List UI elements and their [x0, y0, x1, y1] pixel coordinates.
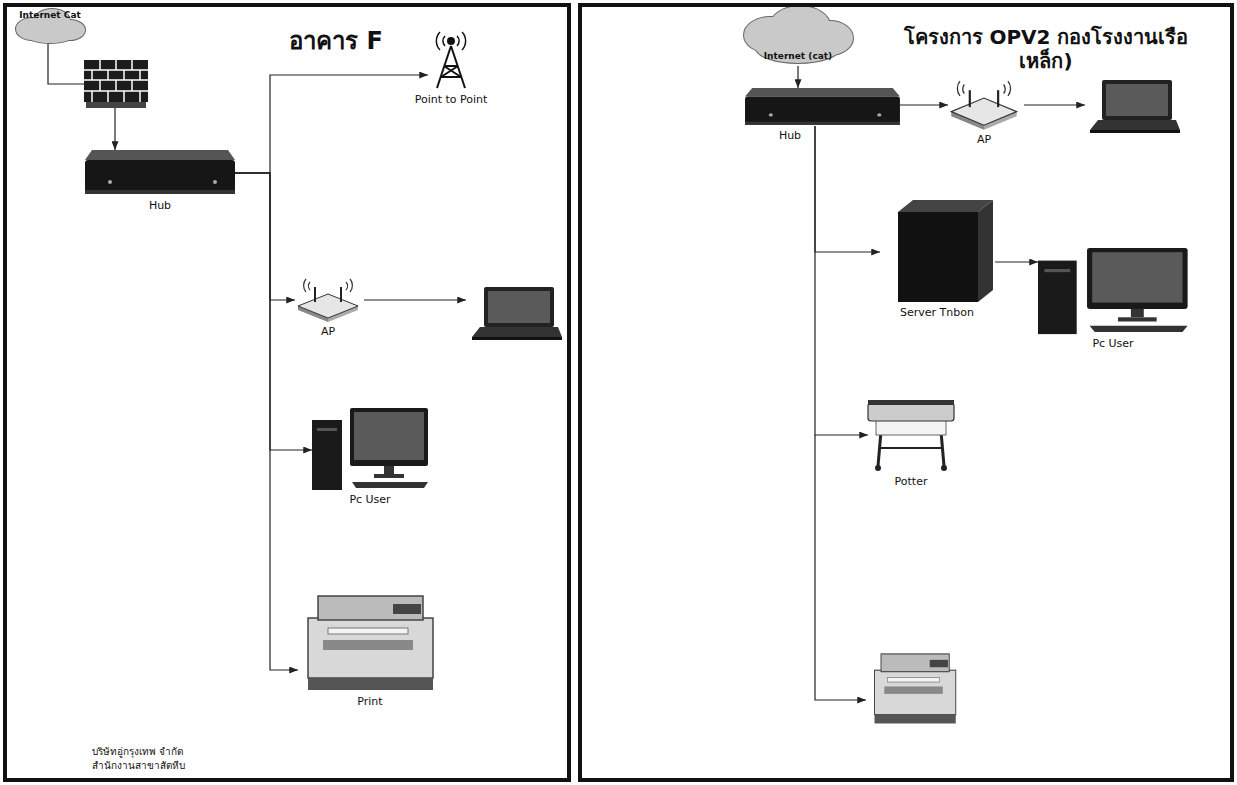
plotter: Potter [868, 398, 954, 472]
internet-cloud: Internet (cat) [742, 6, 854, 66]
pc-icon [312, 408, 428, 490]
point-to-point-antenna: Point to Point [428, 36, 474, 90]
device-label: Internet (cat) [764, 51, 832, 62]
device-label: Pc User [349, 493, 390, 506]
printer-icon [308, 596, 433, 690]
cloud-icon [744, 6, 853, 63]
pc-icon [1038, 248, 1188, 334]
hub-device: Hub [85, 150, 235, 196]
network-link [900, 104, 948, 105]
network-link [797, 66, 798, 88]
network-link [235, 173, 312, 450]
internet-cloud: Internet Cat [15, 8, 87, 44]
pc-user: Pc User [1038, 248, 1188, 334]
plotter-icon [868, 400, 954, 471]
hub-icon [85, 150, 235, 194]
antenna-icon [436, 32, 465, 88]
access-point-icon [298, 279, 358, 322]
device-label: Point to Point [415, 93, 488, 106]
network-link [235, 75, 428, 173]
device-label: AP [321, 325, 335, 338]
device-label: Hub [779, 129, 801, 142]
wireless-link [1024, 104, 1085, 105]
cloud-icon [16, 9, 85, 43]
server: Server Tnbon [880, 198, 995, 303]
device-label: Server Tnbon [900, 306, 974, 319]
device-label: Hub [149, 199, 171, 212]
network-link [235, 173, 298, 670]
laptop-icon [1090, 80, 1180, 133]
wireless-link [364, 299, 466, 300]
printer: Print [298, 588, 443, 692]
network-link [815, 126, 868, 435]
pc-user: Pc User [312, 408, 428, 490]
network-link [995, 261, 1038, 262]
access-point-icon [951, 81, 1016, 130]
access-point: AP [948, 80, 1020, 130]
network-wire [815, 435, 866, 700]
access-point: AP [295, 278, 361, 322]
company-note: สำนักงานสาขาสัตหีบ [92, 760, 185, 772]
server-icon [898, 200, 993, 302]
hub-device: Hub [745, 88, 900, 126]
hub-icon [745, 88, 900, 125]
project-panel: โครงการ OPV2 กองโรงงานเรือเหล็ก) Internet… [578, 3, 1234, 782]
device-label: Print [357, 695, 382, 708]
printer-icon [875, 654, 956, 724]
laptop-icon [472, 287, 562, 340]
panel-title: โครงการ OPV2 กองโรงงานเรือเหล็ก) [886, 25, 1206, 73]
panel-title: อาคาร F [236, 27, 436, 56]
firewall-icon [84, 60, 148, 108]
building-panel: อาคาร F Internet CatHub Point to PointAP Pc… [3, 3, 571, 782]
network-link [235, 173, 295, 300]
company-note: บริษัทอู่กรุงเทพ จำกัด [92, 746, 183, 758]
device-label: Potter [895, 475, 928, 488]
device-label: Pc User [1092, 337, 1133, 350]
network-link [815, 126, 880, 252]
device-label: AP [977, 133, 991, 146]
device-label: Internet Cat [19, 10, 81, 21]
